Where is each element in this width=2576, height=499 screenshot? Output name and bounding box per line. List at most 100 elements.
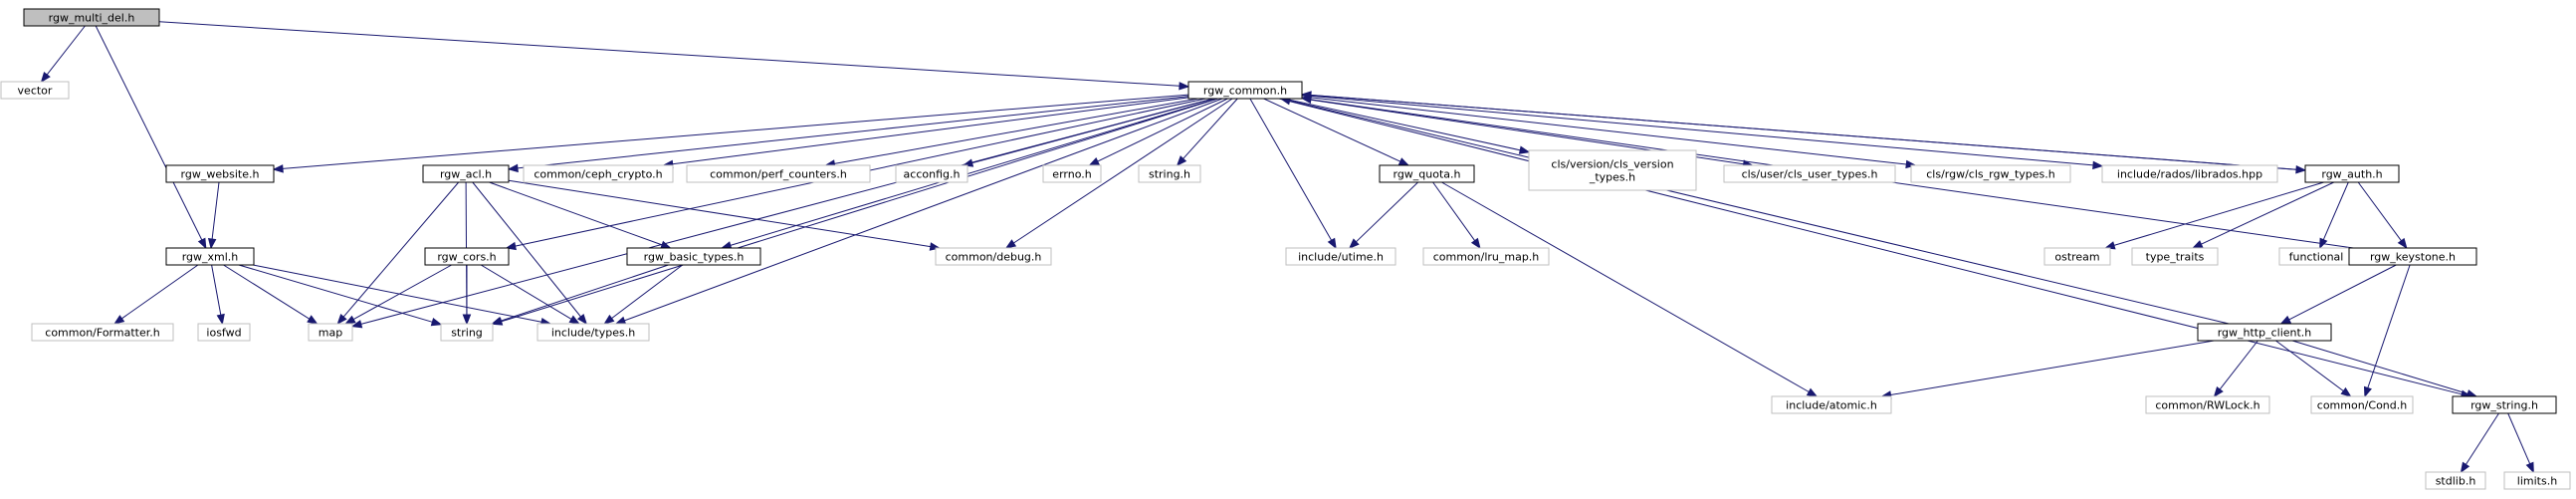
node-label-utime: include/utime.h <box>1298 251 1384 264</box>
node-rwlock: common/RWLock.h <box>2145 395 2270 414</box>
node-label-ostream: ostream <box>2054 251 2099 264</box>
edge-rgw_string-to-limits <box>2507 412 2534 474</box>
node-label-ceph_crypto: common/ceph_crypto.h <box>534 168 662 181</box>
edge-rgw_auth-to-rgw_common <box>1300 91 2306 171</box>
node-common_debug: common/debug.h <box>935 247 1052 266</box>
node-cls_version: cls/version/cls_version_types.h <box>1528 149 1697 191</box>
node-label-type_traits: type_traits <box>2146 251 2205 264</box>
node-label-rgw_cors: rgw_cors.h <box>437 251 496 264</box>
node-rgw_cors[interactable]: rgw_cors.h <box>424 247 510 266</box>
node-rgw_common[interactable]: rgw_common.h <box>1187 81 1303 100</box>
node-label-rgw_common: rgw_common.h <box>1203 85 1287 98</box>
edge-rgw_common-to-string <box>491 98 1218 326</box>
node-formatter: common/Formatter.h <box>31 323 174 342</box>
node-rgw_acl[interactable]: rgw_acl.h <box>422 164 510 183</box>
node-label-functional: functional <box>2289 251 2344 264</box>
edge-rgw_auth-to-functional <box>2319 181 2349 250</box>
edge-rgw_string-to-stdlib <box>2460 412 2499 474</box>
node-label-rgw_http_client: rgw_http_client.h <box>2218 327 2312 340</box>
node-label-perf_counters: common/perf_counters.h <box>710 168 847 181</box>
node-string: string <box>440 323 494 342</box>
node-label-common_debug: common/debug.h <box>946 251 1042 264</box>
edge-rgw_http_client-to-cond <box>2275 340 2352 397</box>
node-errno: errno.h <box>1042 164 1102 183</box>
edge-rgw_http_client-to-include_atomic <box>1880 340 2215 399</box>
edge-rgw_common-to-utime <box>1249 98 1337 250</box>
edge-rgw_quota-to-lru_map <box>1432 181 1481 250</box>
node-rgw_http_client[interactable]: rgw_http_client.h <box>2197 323 2332 342</box>
node-ostream: ostream <box>2043 247 2111 266</box>
node-label-iosfwd: iosfwd <box>206 327 241 340</box>
node-label-formatter: common/Formatter.h <box>45 327 159 340</box>
node-label-rgw_website: rgw_website.h <box>181 168 260 181</box>
node-label-rgw_basic_types: rgw_basic_types.h <box>644 251 745 264</box>
node-rgw_quota[interactable]: rgw_quota.h <box>1379 164 1475 183</box>
node-include_types: include/types.h <box>537 323 650 342</box>
edge-rgw_acl-to-map <box>336 181 460 326</box>
node-label-rwlock: common/RWLock.h <box>2155 399 2259 412</box>
node-label-librados: include/rados/librados.hpp <box>2117 168 2262 181</box>
edge-rgw_xml-to-include_types <box>253 264 552 327</box>
node-rgw_keystone[interactable]: rgw_keystone.h <box>2348 247 2477 266</box>
edge-rgw_xml-to-iosfwd <box>211 264 225 326</box>
edge-rgw_common-to-common_debug <box>1004 98 1233 249</box>
node-librados: include/rados/librados.hpp <box>2101 164 2278 183</box>
edge-rgw_keystone-to-rgw_http_client <box>2279 264 2397 325</box>
edge-rgw_http_client-to-rgw_string <box>2291 340 2478 398</box>
edge-rgw_basic_types-to-include_types <box>603 264 684 325</box>
node-label-string: string <box>451 327 483 340</box>
node-stdlib: stdlib.h <box>2425 471 2486 490</box>
edge-rgw_quota-to-include_atomic <box>1441 181 1819 397</box>
node-label-stdlib: stdlib.h <box>2436 475 2476 488</box>
node-label-rgw_quota: rgw_quota.h <box>1393 168 1460 181</box>
node-label-rgw_keystone: rgw_keystone.h <box>2370 251 2456 264</box>
node-label-rgw_acl: rgw_acl.h <box>440 168 492 181</box>
node-rgw_string[interactable]: rgw_string.h <box>2452 395 2557 414</box>
node-label-rgw_auth: rgw_auth.h <box>2321 168 2382 181</box>
edge-rgw_acl-to-common_debug <box>508 179 942 251</box>
node-label-acconfig: acconfig.h <box>904 168 961 181</box>
node-lru_map: common/lru_map.h <box>1422 247 1550 266</box>
edge-rgw_acl-to-rgw_basic_types <box>489 181 672 249</box>
node-rgw_basic_types[interactable]: rgw_basic_types.h <box>626 247 761 266</box>
node-rgw_auth[interactable]: rgw_auth.h <box>2304 164 2400 183</box>
node-iosfwd: iosfwd <box>197 323 251 342</box>
node-label-include_atomic: include/atomic.h <box>1786 399 1877 412</box>
node-vector: vector <box>0 81 70 100</box>
node-string_h: string.h <box>1138 164 1201 183</box>
node-functional: functional <box>2278 247 2354 266</box>
edge-rgw_xml-to-map <box>223 264 319 325</box>
node-include_atomic: include/atomic.h <box>1771 395 1892 414</box>
edge-rgw_common-to-rgw_website <box>272 94 1189 173</box>
node-label-cls_version-0: cls/version/cls_version <box>1551 158 1673 171</box>
node-acconfig: acconfig.h <box>895 164 968 183</box>
node-label-map: map <box>319 327 342 340</box>
node-label-rgw_multi_del: rgw_multi_del.h <box>49 12 135 25</box>
node-rgw_website[interactable]: rgw_website.h <box>165 164 275 183</box>
node-ceph_crypto: common/ceph_crypto.h <box>523 164 674 183</box>
node-utime: include/utime.h <box>1285 247 1396 266</box>
edge-rgw_multi_del-to-rgw_xml <box>95 25 207 250</box>
node-label-rgw_xml: rgw_xml.h <box>182 251 239 264</box>
node-map: map <box>308 323 353 342</box>
node-rgw_multi_del[interactable]: rgw_multi_del.h <box>23 8 160 27</box>
node-label-string_h: string.h <box>1149 168 1190 181</box>
edge-rgw_common-to-include_types <box>614 98 1223 325</box>
node-label-cond: common/Cond.h <box>2317 399 2407 412</box>
edge-rgw_http_client-to-rwlock <box>2213 340 2258 398</box>
edge-rgw_xml-to-formatter <box>112 264 199 325</box>
graph-edges <box>40 21 2534 474</box>
node-perf_counters: common/perf_counters.h <box>686 164 871 183</box>
edge-rgw_cors-to-include_types <box>480 264 580 325</box>
node-cls_user: cls/user/cls_user_types.h <box>1723 164 1896 183</box>
edge-rgw_quota-to-utime <box>1348 181 1418 249</box>
node-label-lru_map: common/lru_map.h <box>1433 251 1540 264</box>
edge-rgw_multi_del-to-rgw_common <box>158 21 1190 91</box>
edge-rgw_common-to-string_h <box>1176 98 1238 167</box>
edge-rgw_multi_del-to-vector <box>40 25 86 84</box>
node-label-cls_user: cls/user/cls_user_types.h <box>1742 168 1878 181</box>
edge-rgw_common-to-rgw_quota <box>1263 98 1410 166</box>
node-rgw_xml[interactable]: rgw_xml.h <box>165 247 255 266</box>
